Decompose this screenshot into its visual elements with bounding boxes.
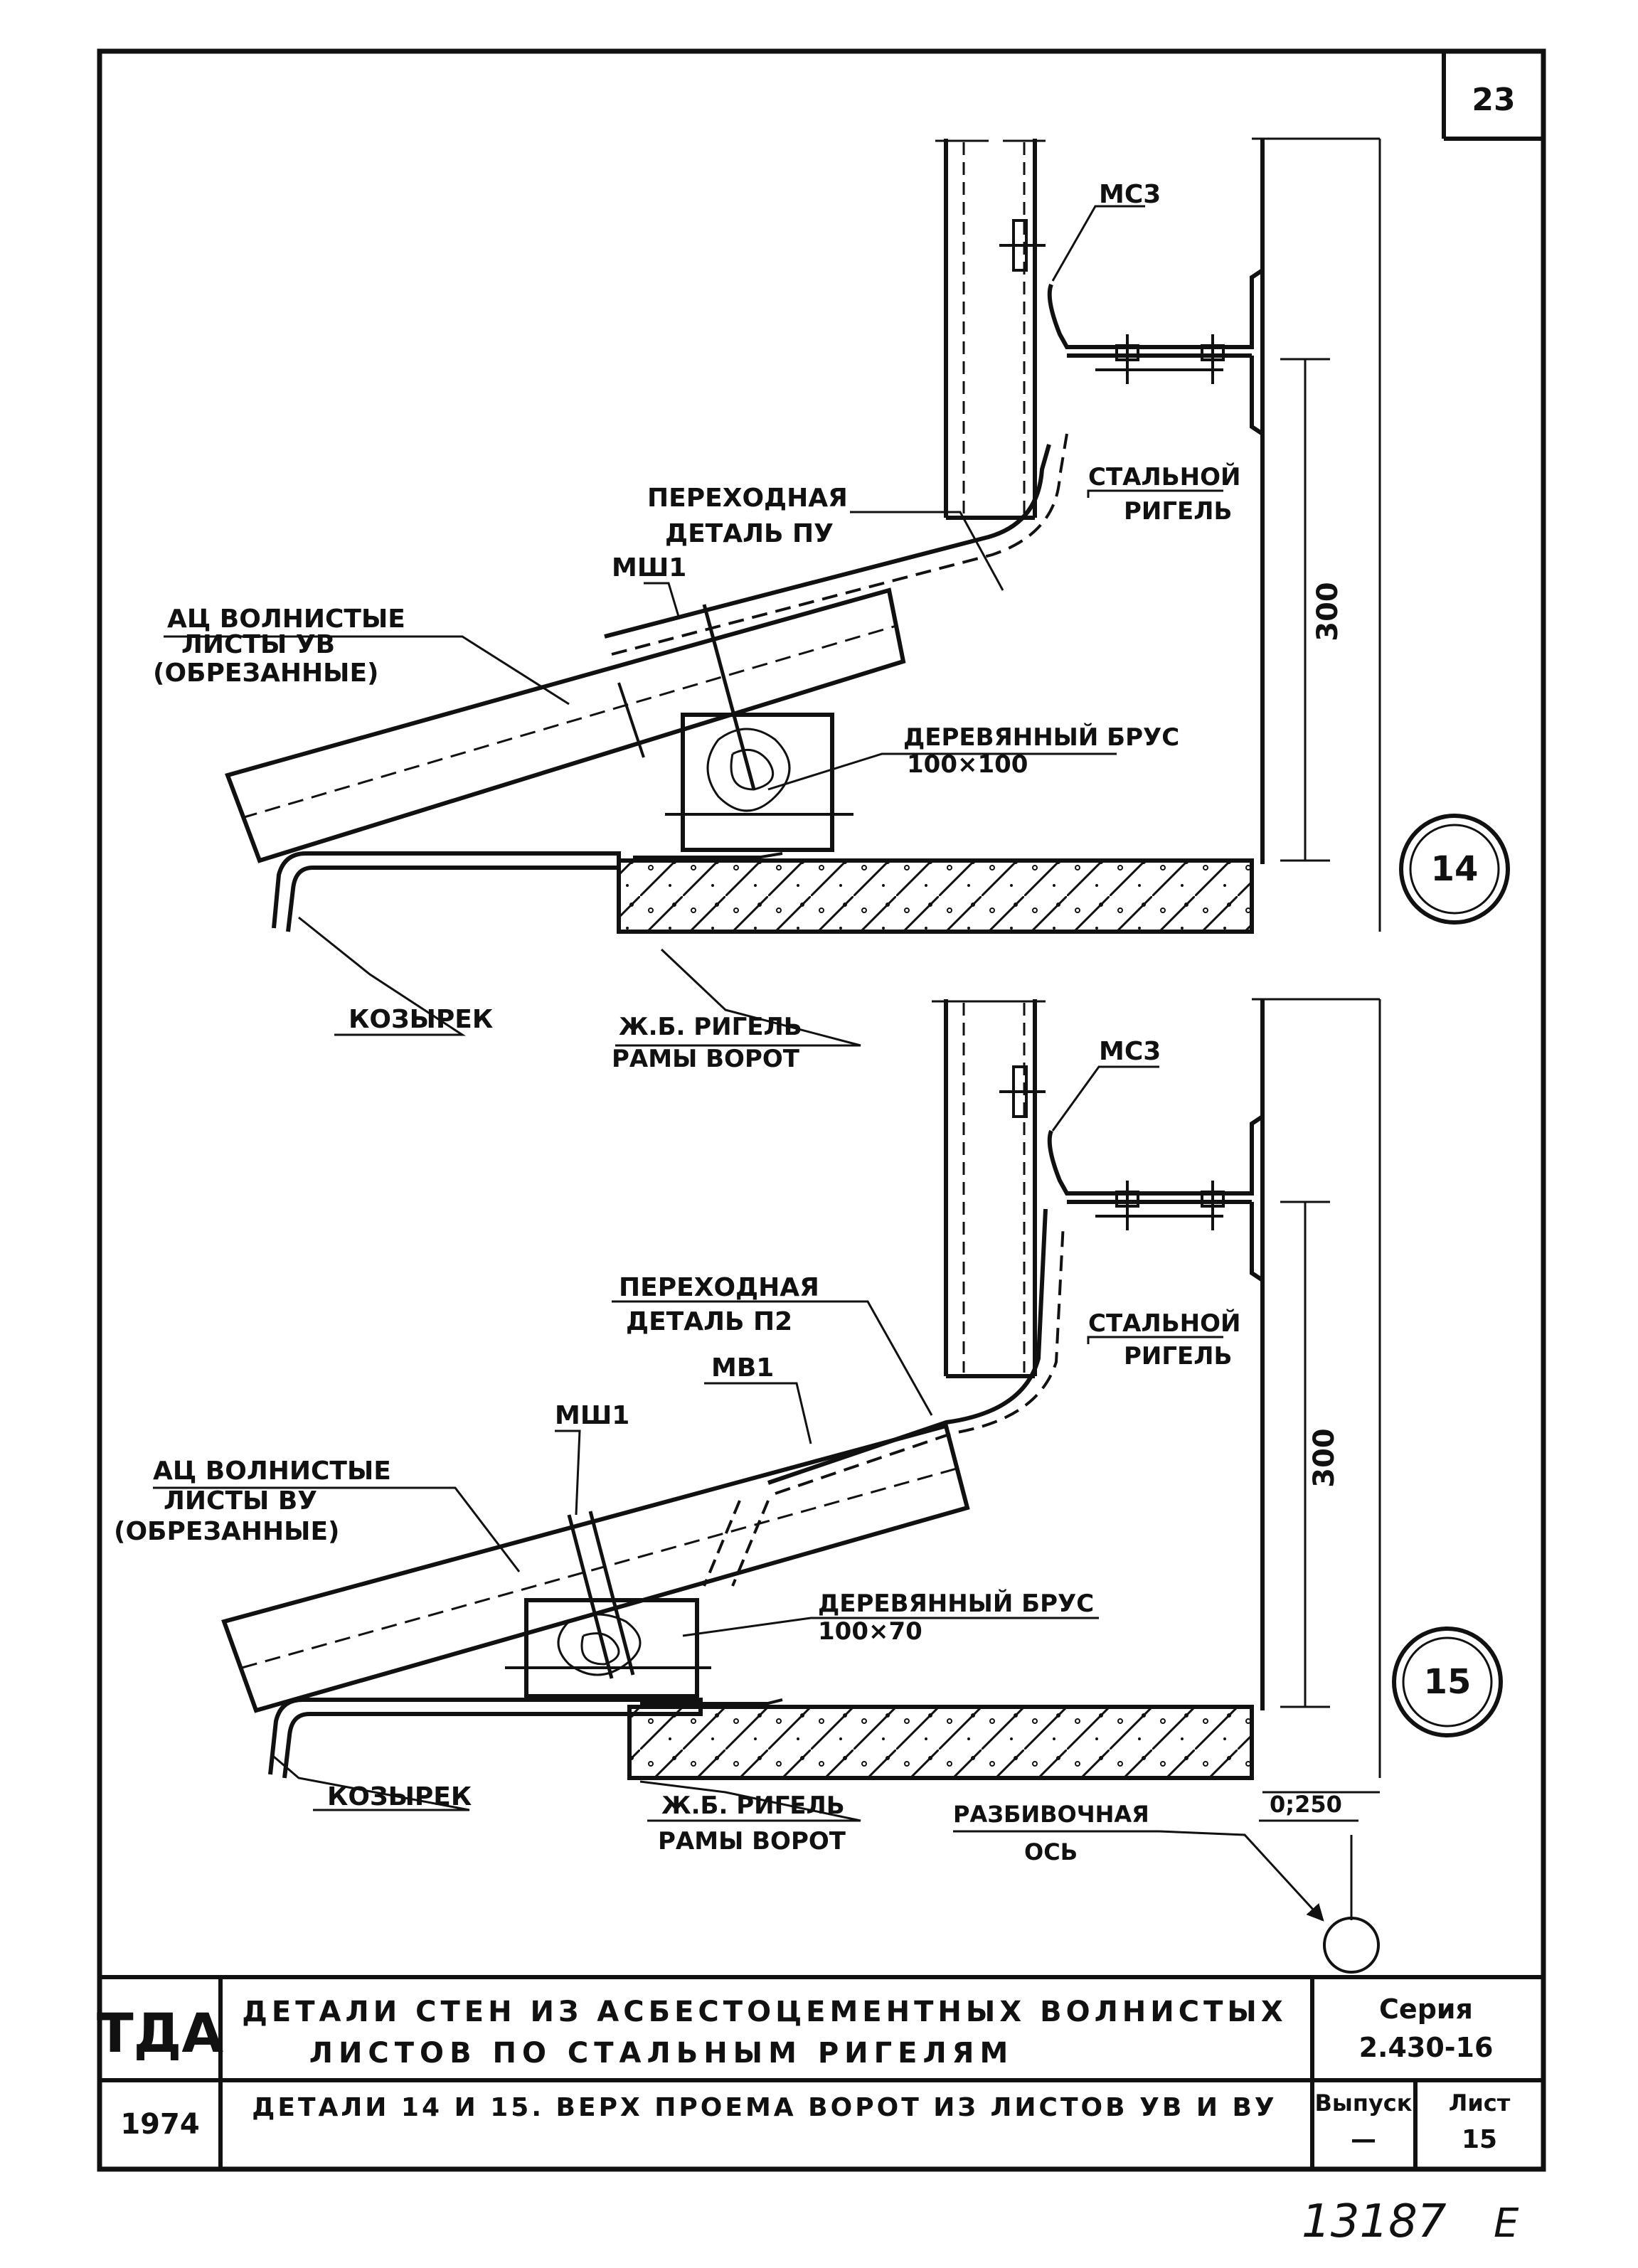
detail-15: [153, 998, 1381, 1974]
labels-15: МС3 ПЕРЕХОДНАЯ ДЕТАЛЬ П2 МВ1 МШ1 СТАЛЬНО…: [114, 1037, 1342, 1865]
rc-girder-14: [617, 852, 1254, 934]
labels-14: МС3 ПЕРЕХОДНАЯ ДЕТАЛЬ ПУ МШ1 СТАЛЬНОЙ РИ…: [153, 180, 1344, 1073]
wall-panel-15: [932, 999, 1046, 1378]
dimension-300-15: 300: [1308, 1428, 1341, 1488]
label-transition-15-line2: ДЕТАЛЬ П2: [626, 1307, 792, 1336]
rc-girder-15: [627, 1698, 1254, 1780]
year: 1974: [120, 2108, 199, 2141]
column-15: [1252, 998, 1381, 1778]
label-transition-15-line1: ПЕРЕХОДНАЯ: [619, 1273, 819, 1302]
issue-label: Выпуск: [1315, 2089, 1413, 2117]
subtitle: ДЕТАЛИ 14 И 15. ВЕРХ ПРОЕМА ВОРОТ ИЗ ЛИС…: [252, 2093, 1277, 2122]
title-line-2: ЛИСТОВ ПО СТАЛЬНЫМ РИГЕЛЯМ: [309, 2037, 1014, 2070]
label-msh1-15: МШ1: [555, 1401, 629, 1430]
leaders-14: [164, 205, 1223, 1047]
label-visor-14: КОЗЫРЕК: [349, 1005, 493, 1034]
dimension-line-14: [1280, 358, 1330, 862]
label-sheets-14-line1: АЦ ВОЛНИСТЫЕ: [167, 605, 405, 634]
label-rc-14-line2: РАМЫ ВОРОТ: [612, 1045, 800, 1073]
sheet-number: 23: [1472, 82, 1515, 118]
label-rc-14-line1: Ж.Б. РИГЕЛЬ: [619, 1013, 802, 1041]
detail-marker-15: 15: [1392, 1627, 1503, 1737]
label-rc-15-line2: РАМЫ ВОРОТ: [658, 1827, 846, 1856]
label-timber-14-line2: 100×100: [907, 750, 1028, 779]
label-rc-15-line1: Ж.Б. РИГЕЛЬ: [661, 1791, 845, 1820]
corrugated-sheets-uv: [225, 587, 906, 863]
label-ms3-15: МС3: [1099, 1037, 1161, 1066]
steel-girder-14: [999, 219, 1264, 436]
label-timber-15-line1: ДЕРЕВЯННЫЙ БРУС: [818, 1589, 1094, 1618]
title-block: [100, 1975, 1543, 2169]
label-steel-14-line1: СТАЛЬНОЙ: [1088, 462, 1240, 491]
label-steel-15-line1: СТАЛЬНОЙ: [1088, 1309, 1240, 1338]
label-sheets-15-line2: ЛИСТЫ ВУ: [164, 1486, 317, 1516]
inventory-number: 13187: [1302, 2195, 1447, 2248]
leaders-15: [153, 1065, 1324, 1922]
timber-beam-15: [505, 1511, 711, 1698]
label-sheets-15-line1: АЦ ВОЛНИСТЫЕ: [153, 1457, 391, 1486]
corrugated-sheets-vu: [221, 1423, 970, 1713]
issue-value: —: [1351, 2125, 1376, 2154]
title-block-text: ТДА ДЕТАЛИ СТЕН ИЗ АСБЕСТОЦЕМЕНТНЫХ ВОЛН…: [97, 1993, 1511, 2154]
label-mv1-15: МВ1: [711, 1353, 774, 1383]
label-visor-15: КОЗЫРЕК: [327, 1782, 472, 1811]
label-msh1-14: МШ1: [612, 553, 686, 582]
logo-tda: ТДА: [97, 2001, 224, 2065]
detail-marker-15-number: 15: [1424, 1662, 1472, 1702]
inventory-suffix: Е: [1494, 2200, 1519, 2247]
label-ms3-14: МС3: [1099, 180, 1161, 209]
column-14: [1252, 137, 1381, 932]
label-steel-15-line2: РИГЕЛЬ: [1124, 1342, 1232, 1370]
setting-out-axis: [1323, 1917, 1380, 1974]
label-sheets-14-line3: (ОБРЕЗАННЫЕ): [153, 659, 379, 688]
sheet-frame: [97, 48, 1546, 2172]
label-timber-14-line1: ДЕРЕВЯННЫЙ БРУС: [903, 723, 1179, 752]
detail-14: [164, 137, 1381, 1047]
timber-beam-14: [665, 604, 853, 852]
visor-14: [272, 851, 621, 932]
label-steel-14-line2: РИГЕЛЬ: [1124, 497, 1232, 526]
level-mark-15: 0;250: [1270, 1791, 1342, 1818]
label-transition-14-line1: ПЕРЕХОДНАЯ: [647, 484, 848, 513]
detail-marker-14: 14: [1399, 814, 1510, 925]
label-sheets-14-line2: ЛИСТЫ УВ: [181, 630, 335, 659]
transition-piece-pu: [604, 444, 1051, 639]
label-axis-line1: РАЗБИВОЧНАЯ: [953, 1801, 1149, 1828]
dimension-line-15: [1259, 1200, 1380, 1920]
label-axis-line2: ОСЬ: [1024, 1838, 1078, 1865]
transition-piece-p2: [767, 1208, 1048, 1485]
steel-girder-15: [999, 1065, 1264, 1282]
label-sheets-15-line3: (ОБРЕЗАННЫЕ): [114, 1517, 340, 1546]
wall-panel-14: [935, 139, 1046, 520]
series-label: Серия: [1379, 1993, 1473, 2025]
sheet-value: 15: [1462, 2125, 1497, 2154]
label-timber-15-line2: 100×70: [818, 1617, 922, 1646]
dimension-300-14: 300: [1312, 582, 1344, 641]
title-line-1: ДЕТАЛИ СТЕН ИЗ АСБЕСТОЦЕМЕНТНЫХ ВОЛНИСТЫ…: [242, 1996, 1287, 2028]
detail-marker-14-number: 14: [1431, 849, 1479, 889]
sheet-label: Лист: [1449, 2089, 1511, 2117]
label-transition-14-line2: ДЕТАЛЬ ПУ: [665, 519, 834, 548]
series-value: 2.430-16: [1359, 2032, 1494, 2063]
